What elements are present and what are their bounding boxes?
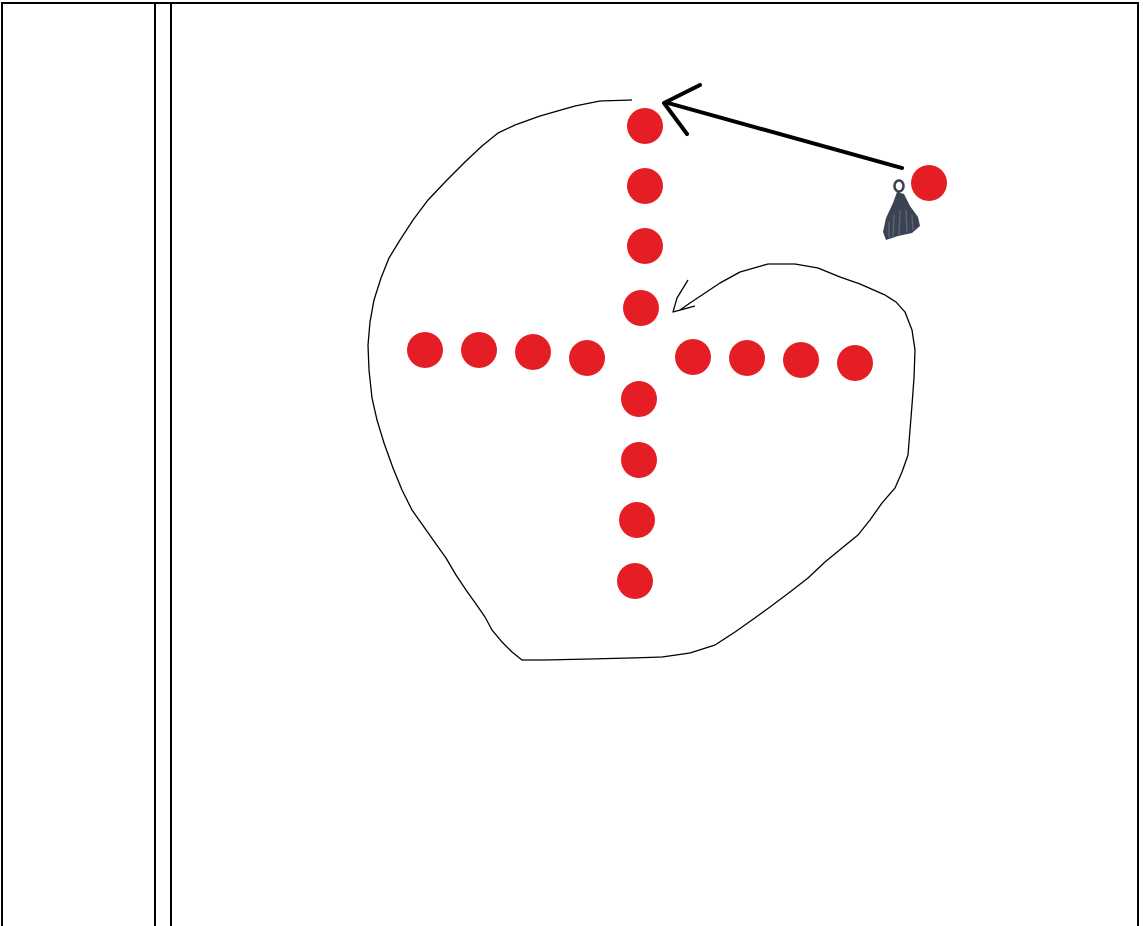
cross-left-dot [569, 340, 605, 376]
cross-top-dot [627, 228, 663, 264]
cross-top-dot [623, 290, 659, 326]
cross-left-dot [461, 332, 497, 368]
cross-bottom-dot [621, 442, 657, 478]
cross-left-dot [407, 332, 443, 368]
cross-right-dot [675, 339, 711, 375]
cross-right-dot [729, 340, 765, 376]
detached-dot [911, 165, 947, 201]
cross-bottom-dot [619, 502, 655, 538]
cross-bottom-dot [617, 563, 653, 599]
cross-top-dot [627, 108, 663, 144]
cross-left-dot [515, 334, 551, 370]
cross-bottom-dot [621, 381, 657, 417]
cross-right-dot [783, 342, 819, 378]
cross-right-dot [837, 345, 873, 381]
bold-arrow-line [668, 103, 902, 168]
cross-top-dot [627, 168, 663, 204]
